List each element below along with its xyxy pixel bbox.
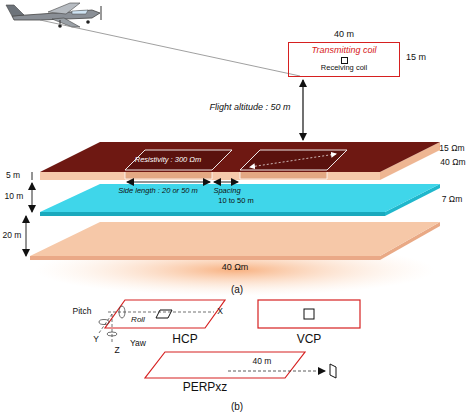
thickness: 20 m [3, 231, 22, 240]
layer-40 [40, 142, 440, 180]
axis-label: Z [114, 346, 119, 355]
panel-label: (a) [231, 284, 243, 295]
dimension: 15 m [406, 53, 426, 63]
receiving-coil: Receiving coil [321, 55, 367, 73]
config-label: HCP [172, 333, 197, 346]
transmitting-coil: Transmitting coilReceiving coil [288, 42, 400, 77]
dimension-label: Spacing [213, 187, 240, 195]
axis-label: X [217, 307, 223, 316]
resistivity: 7 Ωm [442, 195, 463, 204]
config-label: VCP [297, 333, 322, 346]
thickness-arrows [26, 172, 32, 256]
hcp-figure [99, 300, 225, 342]
altitude-arrow [302, 80, 303, 140]
side-length-arrow [127, 182, 210, 183]
axis-label: Pitch [73, 307, 92, 316]
dimension-label: Flight altitude : 50 m [209, 103, 290, 113]
conductive-layer [40, 184, 440, 216]
resistive-blocks [125, 150, 347, 170]
airplane [6, 3, 101, 28]
dimension: 40 m [334, 30, 354, 40]
coil-square [341, 57, 348, 64]
perpxz-figure [145, 352, 336, 378]
resistivity: 40 Ωm [222, 263, 249, 273]
config-label: PERPxz [183, 381, 228, 394]
thickness: 5 m [6, 171, 20, 180]
deep-layer [30, 222, 440, 260]
dimension-label: Side length : 20 or 50 m [118, 187, 198, 195]
dimension: 40 m [253, 357, 272, 366]
top-layer [40, 142, 440, 172]
axis-label: Y [93, 335, 99, 344]
dimension: 10 to 50 m [218, 197, 253, 205]
vcp-figure [258, 300, 360, 328]
node-text: Receiving coil [321, 64, 367, 73]
axis-label: Yaw [130, 339, 146, 348]
panel-label: (b) [231, 401, 243, 412]
node-text: Transmitting coil [312, 45, 377, 55]
resistivity: 40 Ωm [440, 158, 465, 167]
axis-label: Roll [131, 316, 145, 325]
spacing-arrow [214, 182, 238, 183]
block-resistivity: Resistivity : 300 Ωm [135, 156, 202, 164]
thickness: 10 m [5, 192, 24, 201]
resistivity: 15 Ωm [439, 144, 464, 153]
diagonal [250, 154, 336, 167]
tow-cable [40, 20, 300, 76]
